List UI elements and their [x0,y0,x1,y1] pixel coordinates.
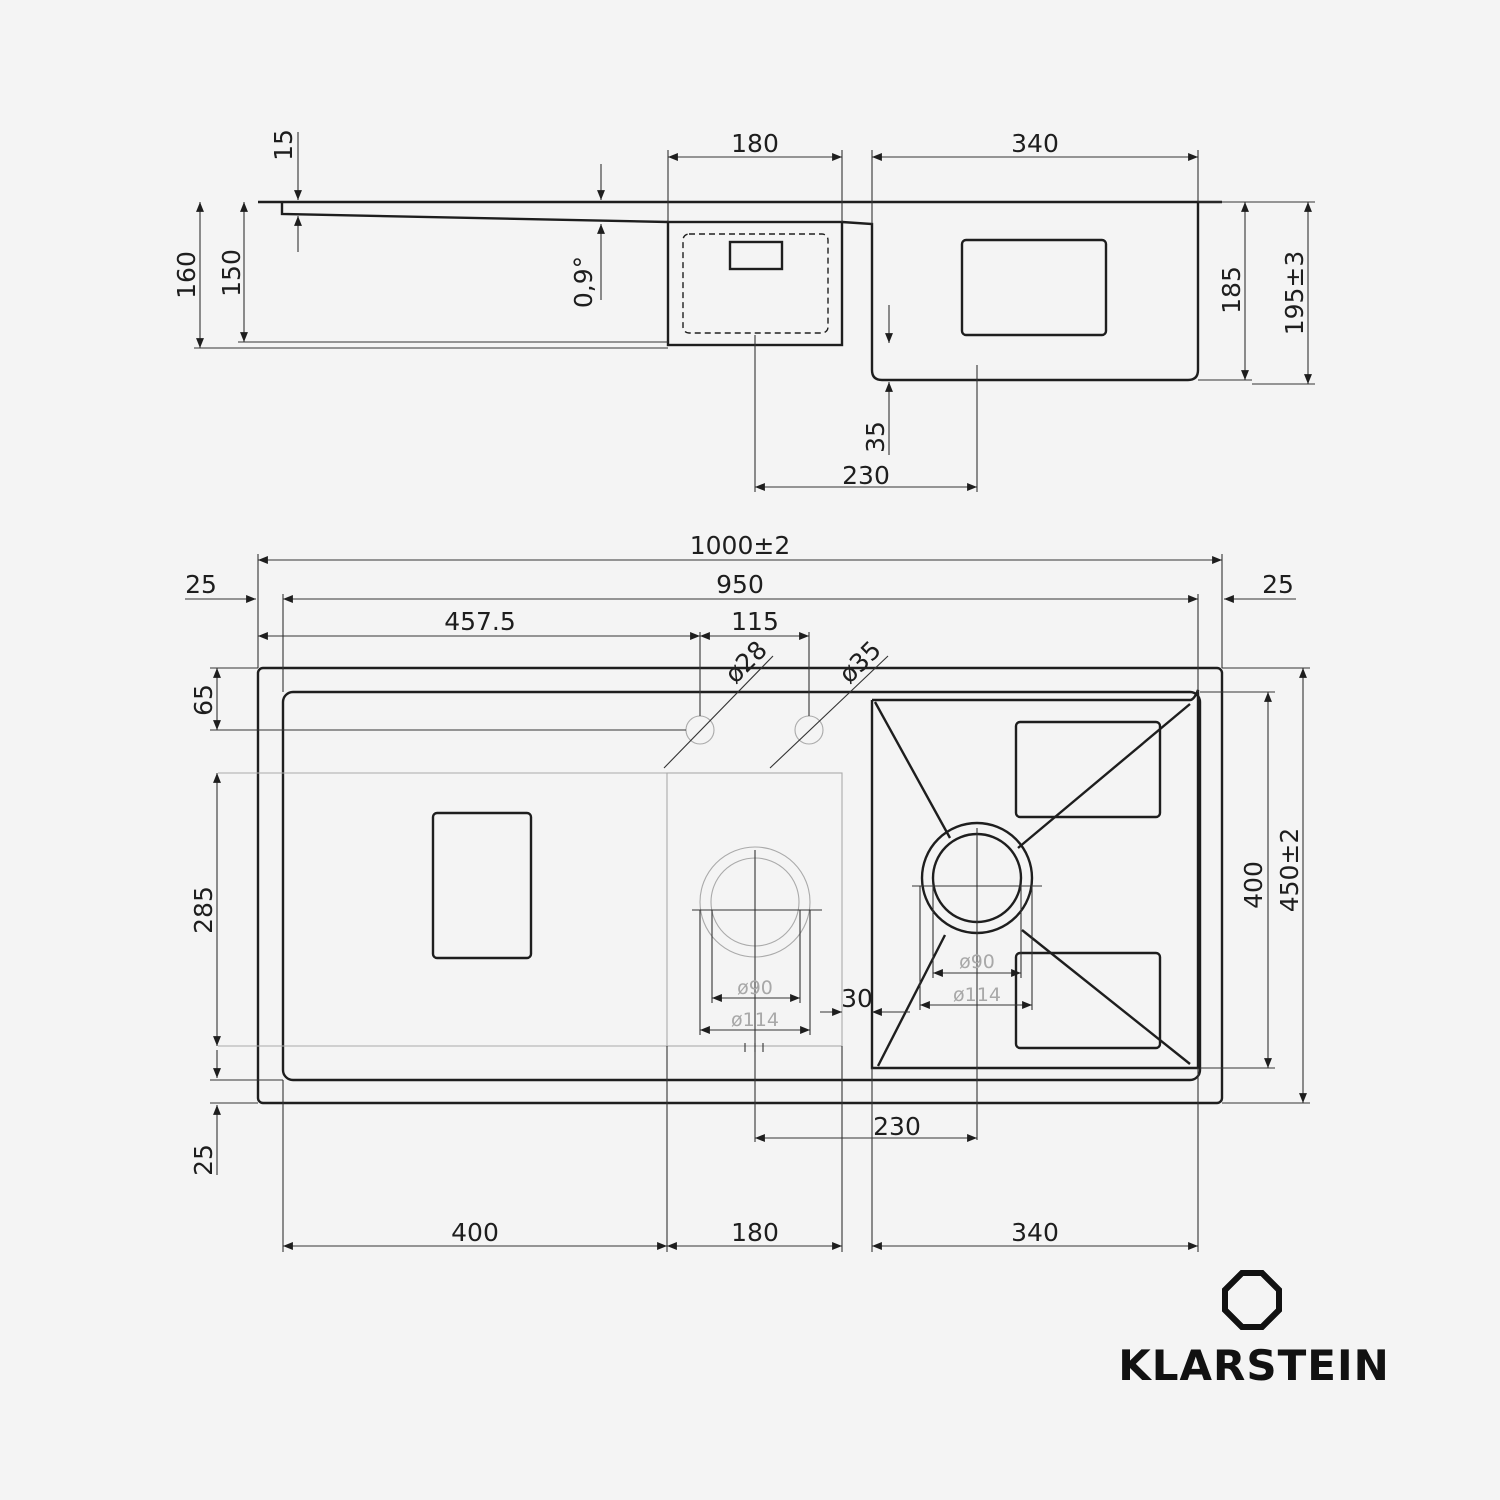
plan-view: ø90 ø114 ø90 ø114 ø28 ø35 1000±2 [185,531,1310,1252]
plan-drainer-area [281,690,1202,1082]
plan-large-bowl-window-bottom [1014,951,1162,1050]
dim-plan-tap-spacing: 115 [731,607,779,636]
dim-side-lip: 15 [269,129,298,161]
plan-outer-frame [256,666,1224,1105]
brand-name: KLARSTEIN [1118,1341,1390,1390]
dim-plan-inner-depth: 400 [1239,861,1268,909]
dim-plan-drainer-section: 285 [189,886,218,934]
dim-plan-drain-spacing: 230 [873,1112,921,1141]
plan-large-bowl-diag-1 [873,701,952,839]
dim-side-160: 160 [172,251,201,299]
side-large-bowl-window [960,238,1108,337]
dim-plan-tap-row: 65 [189,684,218,716]
dim-plan-bowl-gap: 30 [841,984,873,1013]
dim-plan-overall-depth: 450±2 [1275,828,1304,913]
dim-plan-small-bowl-width: 180 [731,1218,779,1247]
dim-plan-inner-width: 950 [716,570,764,599]
side-view: 15 160 150 0,9° 180 340 185 195±3 [172,129,1315,492]
dim-side-185: 185 [1217,266,1246,314]
dim-plan-large-bowl-width: 340 [1011,1218,1059,1247]
side-large-bowl [870,202,1200,382]
side-drainer-slope [280,202,669,224]
dim-side-total-depth: 195±3 [1280,251,1309,336]
dim-plan-drainer-width: 400 [451,1218,499,1247]
plan-large-bowl-window-top [1014,720,1162,819]
dim-plan-tap-offset: 457.5 [444,607,516,636]
side-small-drain-plug [728,240,784,271]
dim-plan-small-drain-inner: ø90 [737,977,773,999]
plan-drainer-window [431,811,533,960]
dim-plan-margin-left: 25 [185,570,217,599]
dim-side-small-bowl: 180 [731,129,779,158]
side-small-bowl-inner [682,233,829,334]
side-bowl-connector [841,220,874,370]
dim-plan-tap-hole-28: ø28 [719,635,773,689]
dim-side-drain-spacing: 230 [842,461,890,490]
dim-side-150: 150 [217,249,246,297]
dim-plan-small-drain-outer: ø114 [731,1009,779,1031]
dim-side-large-bowl: 340 [1011,129,1059,158]
dim-plan-margin-bottom: 25 [189,1144,218,1176]
dim-side-slope: 0,9° [569,256,598,308]
klarstein-logo-icon [1222,1270,1282,1330]
dim-plan-overall-width: 1000±2 [690,531,790,560]
dim-plan-margin-right: 25 [1262,570,1294,599]
dim-plan-large-drain-inner: ø90 [959,951,995,973]
dim-plan-large-drain-outer: ø114 [953,984,1001,1006]
plan-large-bowl [870,689,1200,1070]
side-small-bowl [666,220,844,347]
dim-plan-tap-hole-35: ø35 [833,635,887,689]
dim-side-step: 35 [861,421,890,453]
